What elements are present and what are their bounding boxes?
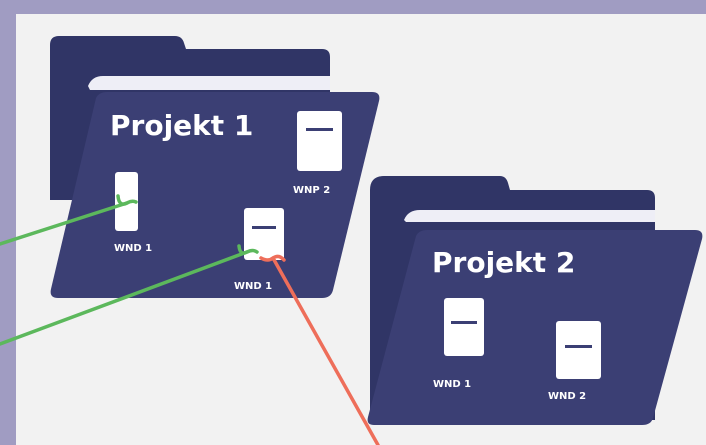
folder-projekt-1: Projekt 1 WND 1 WND 1 WNP 2 (50, 36, 380, 298)
link-arrow (0, 194, 138, 246)
document-icon: WND 2 (548, 321, 601, 402)
folder-front (367, 230, 703, 425)
folder-title: Projekt 1 (110, 109, 253, 142)
document-label: WND 1 (234, 281, 272, 292)
document-icon: WND 1 (433, 298, 484, 390)
link-arrow (259, 254, 380, 445)
link-arrow (0, 244, 259, 346)
document-label: WND 2 (548, 391, 586, 402)
document-label: WNP 2 (293, 185, 330, 196)
folder-gap (88, 76, 330, 90)
document-label: WND 1 (114, 243, 152, 254)
document-icon: WNP 2 (293, 111, 342, 196)
folder-title: Projekt 2 (432, 246, 575, 279)
folder-gap (404, 210, 655, 222)
document-label: WND 1 (433, 379, 471, 390)
folder-projekt-2: Projekt 2 WND 1 WND 2 (367, 176, 703, 425)
document-icon: WND 1 (234, 208, 284, 292)
